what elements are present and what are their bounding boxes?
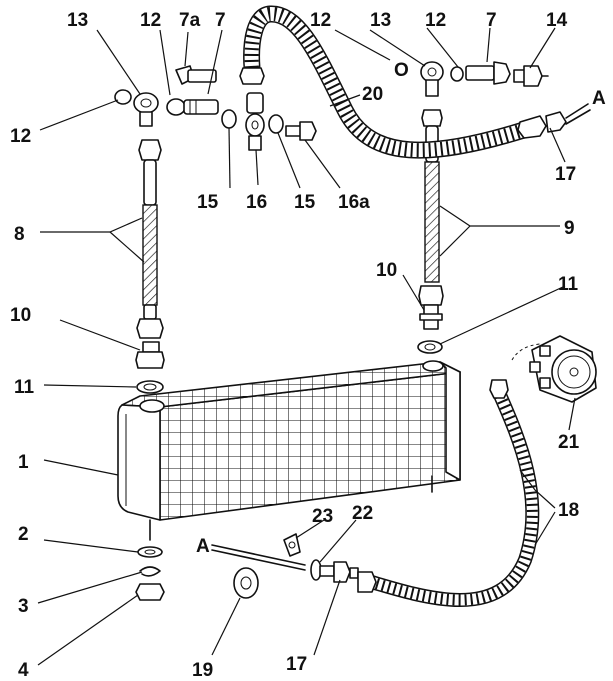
callout-21: 21 [558,432,580,453]
left-sealing-washer [136,380,164,394]
callout-3: 3 [18,596,29,617]
callout-7a: 7a [179,10,201,31]
callout-13-left: 13 [67,10,88,31]
callout-14: 14 [546,10,568,31]
callout-19: 19 [192,660,213,681]
callout-18: 18 [558,500,579,521]
callout-10-left: 10 [10,305,31,326]
left-flexible-hose [136,139,164,339]
pressure-switch-14 [513,65,549,87]
callout-13-right: 13 [370,10,391,31]
callout-17-right: 17 [555,164,576,185]
pipe-end-fitting-a [545,103,591,133]
banjo-union-right [420,61,444,97]
callout-12-top-mid: 12 [310,10,331,31]
right-union [419,304,443,330]
right-sealing-washer [417,340,443,354]
callout-20: 20 [362,84,383,105]
oil-pressure-gauge-21 [511,335,597,403]
grommet-19 [233,567,259,599]
hollow-bolt-7 [166,98,219,116]
nut-4 [135,583,165,601]
connector-22 [310,559,335,581]
callout-7-left: 7 [215,10,226,31]
spring-washer-3 [139,566,161,577]
hollow-bolt-7a [175,65,217,85]
mark-a-right: A [592,88,606,109]
callout-22: 22 [352,503,373,524]
callout-11-left: 11 [14,377,35,398]
oil-cooler-radiator [117,360,461,541]
callout-2: 2 [18,524,29,545]
washer-left [114,89,132,105]
washer-right [450,66,464,82]
mark-a-left: A [196,536,210,557]
callout-11-right: 11 [558,274,579,295]
left-union [135,341,165,369]
callout-16a: 16a [338,192,370,213]
callout-12-left: 12 [10,126,31,147]
callout-23: 23 [312,506,333,527]
bolt-16a [285,121,317,141]
callout-4: 4 [18,660,29,681]
adaptor-16 [245,92,265,151]
leader-lines [37,27,576,666]
gauge-pipe-a [211,533,306,571]
callout-10-right: 10 [376,260,397,281]
washer-15-left [221,109,237,129]
plain-washer-2 [137,546,163,558]
callout-labels: 13 12 7a 7 12 O 13 12 7 14 A 20 12 17 15… [10,10,606,681]
callout-1: 1 [18,452,29,473]
hollow-bolt-7-right [465,61,511,85]
nut-17-bottom [333,561,359,583]
callout-7-right: 7 [486,10,497,31]
banjo-union-left [133,92,159,127]
callout-9: 9 [564,218,575,239]
washer-15-right [268,114,284,134]
long-flexible-hose [239,5,547,159]
callout-12-top-right: 12 [425,10,446,31]
callout-15-right: 15 [294,192,316,213]
right-flexible-hose [418,109,444,306]
callout-16: 16 [246,192,267,213]
mark-o: O [394,60,409,81]
gauge-hose-18 [357,379,540,607]
callout-17-bottom: 17 [286,654,307,675]
callout-12-top-left: 12 [140,10,161,31]
callout-15-left: 15 [197,192,219,213]
callout-8: 8 [14,224,25,245]
